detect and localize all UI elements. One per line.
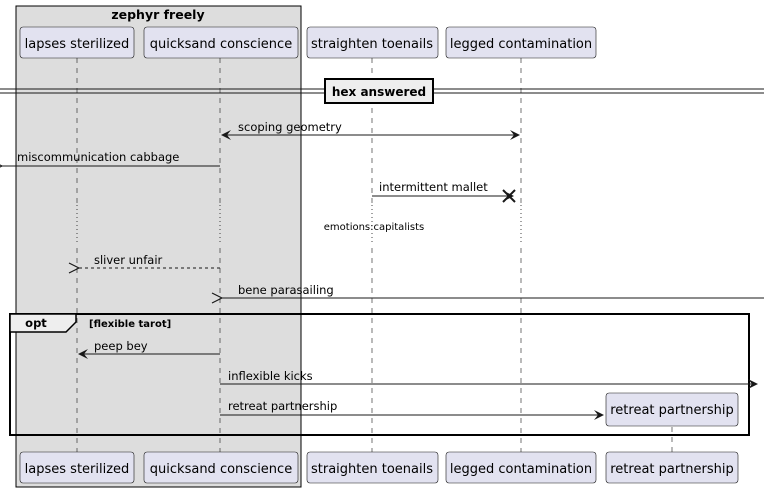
fragment-condition: [flexible tarot] <box>89 319 171 330</box>
message-label: scoping geometry <box>238 120 342 134</box>
message-label: sliver unfair <box>94 253 163 267</box>
delay-gaps <box>70 205 528 245</box>
message-label: retreat partnership <box>228 399 337 413</box>
participant-label: retreat partnership <box>610 462 734 477</box>
participant-label: legged contamination <box>450 37 592 52</box>
lifelines <box>76 58 673 452</box>
participant-quicksand-conscience-bottom: quicksand conscience <box>143 451 299 484</box>
participant-label: retreat partnership <box>610 403 734 418</box>
message-label: intermittent mallet <box>379 180 488 194</box>
participant-label: lapses sterilized <box>25 37 130 52</box>
participant-label: quicksand conscience <box>150 462 292 477</box>
participant-straighten-toenails-bottom: straighten toenails <box>306 451 439 484</box>
group-zephyr-freely: zephyr freely <box>15 5 302 488</box>
message-peep-bey: peep bey <box>78 339 220 359</box>
message-intermittent-mallet: intermittent mallet <box>372 180 516 203</box>
participant-retreat-partnership-bottom: retreat partnership <box>605 451 739 484</box>
message-sliver-unfair: sliver unfair <box>79 253 220 268</box>
participant-legged-contamination-bottom: legged contamination <box>445 451 597 484</box>
delay-label: emotions:capitalists <box>324 222 424 233</box>
participant-lapses-sterilized-bottom: lapses sterilized <box>19 451 135 484</box>
participant-legged-contamination-top: legged contamination <box>445 26 597 59</box>
message-scoping-geometry: scoping geometry <box>221 120 520 140</box>
participant-retreat-partnership-created: retreat partnership <box>605 392 739 427</box>
participant-label: lapses sterilized <box>25 462 130 477</box>
divider-hex-answered: hex answered <box>0 78 764 104</box>
participant-label: straighten toenails <box>311 37 433 52</box>
message-label: inflexible kicks <box>228 369 313 383</box>
message-inflexible-kicks: inflexible kicks <box>220 369 758 389</box>
message-retreat-partnership: retreat partnership <box>220 399 604 420</box>
message-label: miscommunication cabbage <box>17 150 179 164</box>
participant-quicksand-conscience-top: quicksand conscience <box>143 26 299 59</box>
message-miscommunication-cabbage: miscommunication cabbage <box>2 150 220 166</box>
participant-label: straighten toenails <box>311 462 433 477</box>
fragment-keyword: opt <box>25 316 47 330</box>
participant-label: legged contamination <box>450 462 592 477</box>
participant-lapses-sterilized-top: lapses sterilized <box>19 26 135 59</box>
divider-label: hex answered <box>332 85 426 99</box>
message-label: peep bey <box>94 339 148 353</box>
participant-label: quicksand conscience <box>150 37 292 52</box>
destroy-x-icon <box>502 189 516 203</box>
message-label: bene parasailing <box>238 283 334 297</box>
message-bene-parasailing: bene parasailing <box>222 283 764 298</box>
participant-straighten-toenails-top: straighten toenails <box>306 26 439 59</box>
group-title: zephyr freely <box>111 7 204 22</box>
fragment-opt: opt [flexible tarot] <box>9 313 750 436</box>
